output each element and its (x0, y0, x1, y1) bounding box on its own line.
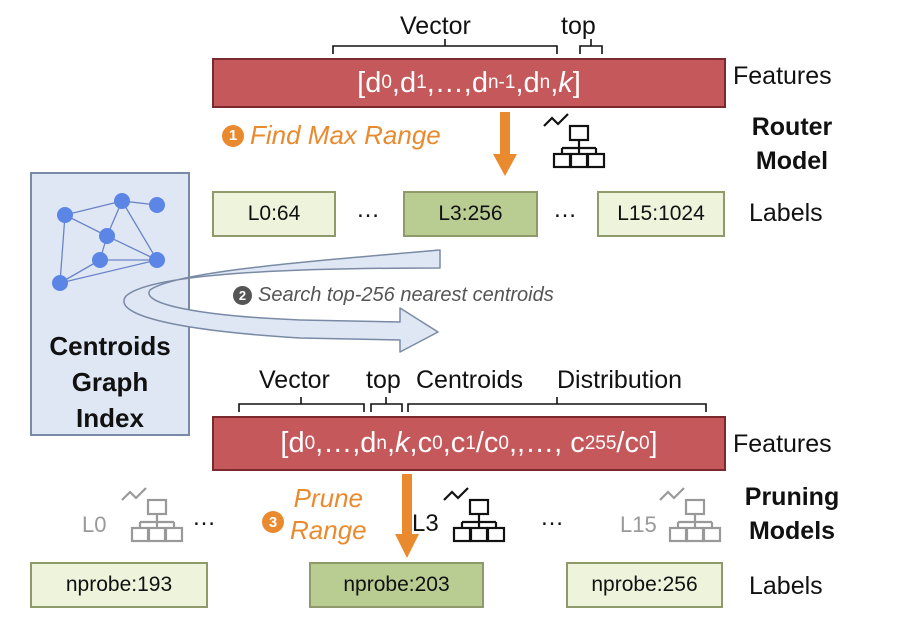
top-labels-dots-2: … (553, 196, 577, 223)
bottom-labels-side: Labels (749, 572, 823, 600)
model-l0-label: L0 (82, 512, 107, 537)
model-l15-icon (659, 487, 722, 543)
step3-text-2: Range (290, 515, 367, 545)
bottom-features-label: Features (733, 430, 832, 458)
bottom-centroids-label: Centroids (416, 366, 523, 394)
bottom-label-l15: nprobe:256 (566, 562, 723, 608)
centroid-graph-icon (52, 193, 165, 291)
model-l3-icon (443, 487, 506, 543)
router-down-arrow (493, 112, 517, 176)
model-l0-icon (121, 487, 184, 543)
bottom-top-label: top (366, 366, 401, 394)
top-label-l3: L3:256 (403, 191, 538, 237)
pruning-down-arrow (395, 474, 419, 558)
top-vector-label: Vector (400, 12, 471, 40)
step1-number: 1 (222, 124, 244, 147)
centroids-graph-index-title: Centroids Graph Index (49, 331, 171, 433)
models-dots-2: … (540, 504, 564, 531)
router-model-label: Router Model (751, 113, 833, 175)
top-label-l0: L0:64 (212, 191, 336, 237)
bottom-label-l0: nprobe:193 (30, 562, 208, 608)
top-label-l15: L15:1024 (597, 191, 725, 237)
step2-search-centroids: 2 Search top-256 nearest centroids (233, 284, 554, 307)
step3-text-1: Prune (293, 483, 363, 513)
top-braces (332, 39, 603, 54)
step1-text: Find Max Range (250, 120, 441, 150)
top-labels-side: Labels (749, 199, 823, 227)
step1-find-max-range: 1 Find Max Range (222, 120, 441, 151)
step2-text: Search top-256 nearest centroids (258, 284, 554, 306)
top-top-label: top (561, 12, 596, 40)
step2-number: 2 (233, 286, 252, 305)
bottom-braces (238, 397, 707, 412)
step3-prune-range: 3 Prune Range (262, 482, 367, 546)
bottom-label-l3: nprobe:203 (309, 562, 484, 608)
bottom-vector-label: Vector (259, 366, 330, 394)
router-model-icon (543, 113, 606, 169)
model-l15-label: L15 (620, 512, 657, 537)
pruning-models-label: Pruning Models (744, 483, 840, 545)
models-dots-1: … (192, 504, 216, 531)
model-l3-label: L3 (412, 510, 439, 537)
top-labels-dots-1: … (356, 196, 380, 223)
step3-number: 3 (262, 511, 284, 533)
top-features-label: Features (733, 62, 832, 90)
bottom-distribution-label: Distribution (557, 366, 683, 394)
